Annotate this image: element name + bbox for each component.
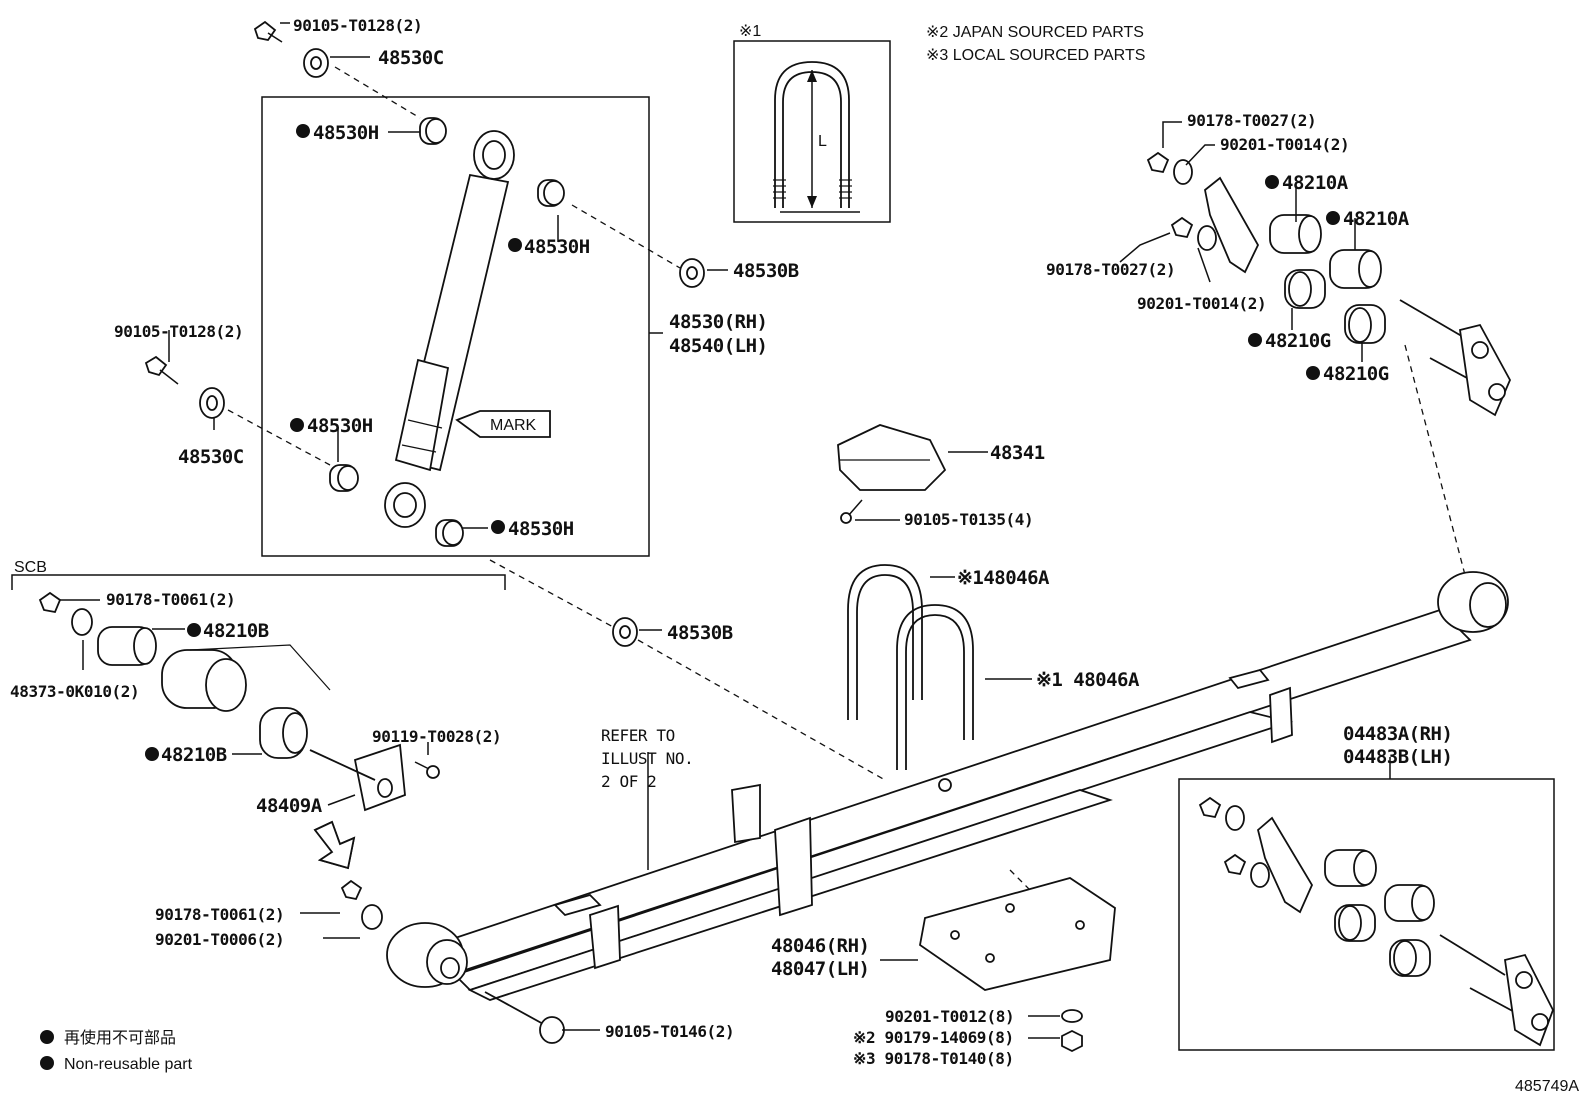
label-shock-lh: 48540(LH) (669, 335, 767, 357)
label-washer-r1: 90201-T0014(2) (1220, 135, 1349, 154)
label-bushing-h3: 48530H (307, 415, 373, 437)
label-ubolt-2: ※1 48046A (1036, 669, 1140, 691)
scb-label: SCB (14, 559, 47, 576)
ubolts-drawing (847, 564, 974, 770)
label-washer-top: 48530C (378, 47, 444, 69)
label-bushing-a1: 48210A (1282, 172, 1349, 194)
refer-note-line1: REFER TO (601, 726, 675, 745)
label-ubolt-1: ※148046A (957, 567, 1050, 589)
label-bushing-g1: 48210G (1265, 330, 1331, 352)
label-bolt-left: 90105-T0128(2) (114, 322, 243, 341)
ubolt-dimension-label: L (818, 133, 827, 150)
label-bushing-a2: 48210A (1343, 208, 1410, 230)
label-bumper: 48341 (990, 442, 1045, 464)
refer-note-line3: 2 OF 2 (601, 772, 656, 791)
label-nut-local: ※3 90178-T0140(8) (853, 1049, 1014, 1068)
scb-bracket-line (11, 574, 506, 590)
shock-hardware (144, 20, 705, 647)
label-bolt-bumper: 90105-T0135(4) (904, 510, 1033, 529)
label-shackle-rh: 04483A(RH) (1343, 723, 1452, 745)
leader-lines (60, 22, 1391, 1039)
label-shock-rh: 48530(RH) (669, 311, 767, 333)
guide-line (1009, 869, 1031, 891)
label-bracket: 48409A (256, 795, 323, 817)
label-washer-r2: 90201-T0014(2) (1137, 294, 1266, 313)
guide-line (227, 409, 331, 466)
legend-japanese: 再使用不可部品 (64, 1029, 176, 1047)
rear-shackle-hardware (1146, 151, 1511, 417)
diagram-id: 485749A (1515, 1078, 1579, 1095)
label-washer-seat: 90201-T0012(8) (885, 1007, 1014, 1026)
label-washer-left: 48530C (178, 446, 244, 468)
leaf-spring-drawing (386, 571, 1509, 1001)
guide-line (637, 639, 886, 781)
eye-bolt-drawing (484, 991, 565, 1044)
label-nut-scb: 90178-T0061(2) (106, 590, 235, 609)
label-nut-front: 90178-T0061(2) (155, 905, 284, 924)
shackle-kit-frame (1178, 778, 1555, 1051)
label-nut-r1: 90178-T0027(2) (1187, 111, 1316, 130)
label-seat-lh: 48047(LH) (771, 958, 869, 980)
guide-line (334, 66, 421, 119)
guide-line (571, 204, 681, 269)
label-shackle-lh: 04483B(LH) (1343, 746, 1452, 768)
label-bushing-b1: 48210B (203, 620, 269, 642)
label-bushing-h2: 48530H (524, 236, 590, 258)
refer-note-line2: ILLUST NO. (601, 749, 693, 768)
label-bushing-g2: 48210G (1323, 363, 1389, 385)
sourcing-note-local: ※3 LOCAL SOURCED PARTS (926, 47, 1145, 64)
front-bracket-hardware (38, 591, 440, 930)
label-bolt-front: 90119-T0028(2) (372, 727, 501, 746)
bump-stopper-drawing (837, 424, 947, 524)
seat-hardware (1061, 1009, 1083, 1053)
shock-absorber-frame (261, 96, 650, 557)
label-washer-front: 90201-T0006(2) (155, 930, 284, 949)
sourcing-note-japan: ※2 JAPAN SOURCED PARTS (926, 24, 1144, 41)
label-bolt-top: 90105-T0128(2) (293, 16, 422, 35)
label-washer-b2: 48530B (667, 622, 733, 644)
label-nut-japan: ※2 90179-14069(8) (853, 1028, 1014, 1047)
shackle-kit-drawing (1198, 796, 1554, 1047)
ubolt-inset-title: ※1 (739, 23, 761, 40)
label-bushing-h4: 48530H (508, 518, 574, 540)
shock-absorber-drawing (384, 130, 551, 528)
spring-seat-drawing (919, 877, 1116, 991)
label-seat-rh: 48046(RH) (771, 935, 869, 957)
ubolt-inset-frame (733, 40, 891, 223)
label-bushing-b2: 48210B (161, 744, 227, 766)
guide-line (489, 559, 616, 629)
label-nut-r2: 90178-T0027(2) (1046, 260, 1175, 279)
label-bushing-h1: 48530H (313, 122, 379, 144)
direction-arrow (313, 820, 356, 870)
label-bolt-eye: 90105-T0146(2) (605, 1022, 734, 1041)
label-washer-scb: 48373-0K010(2) (10, 682, 139, 701)
guide-line (1404, 344, 1466, 576)
legend-english: Non-reusable part (64, 1056, 193, 1073)
label-washer-b1: 48530B (733, 260, 799, 282)
ubolt-inset-drawing (773, 61, 860, 213)
non-reusable-markers (40, 124, 1340, 1070)
mark-callout: MARK (490, 417, 537, 434)
